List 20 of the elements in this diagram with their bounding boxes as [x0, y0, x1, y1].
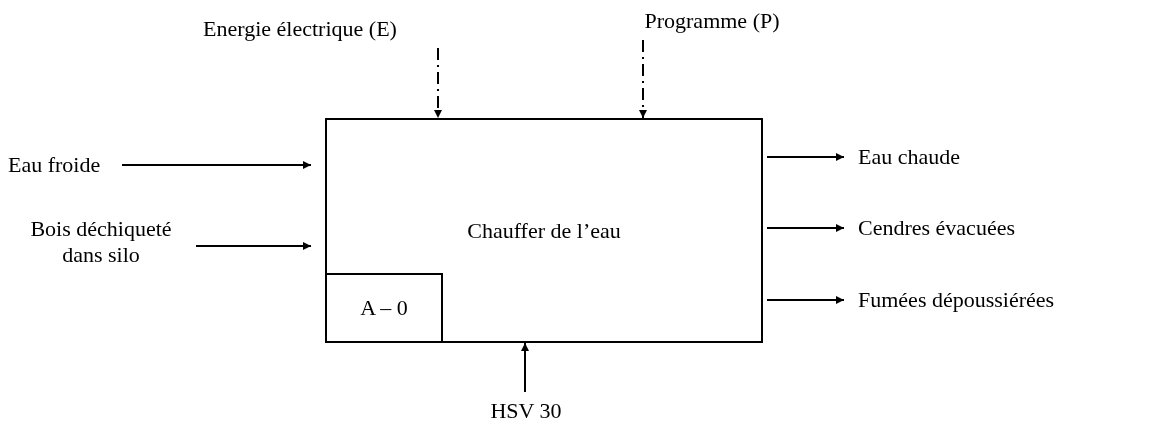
- function-box: [325, 118, 763, 343]
- flow-label: Eau chaude: [858, 144, 961, 170]
- arrow: [766, 224, 845, 232]
- flow-label: Fumées dépoussiérées: [858, 287, 1056, 313]
- arrow: [195, 242, 312, 250]
- arrow: [121, 161, 312, 169]
- node-id-box: [325, 273, 443, 343]
- arrow: [639, 39, 647, 119]
- arrow: [521, 342, 529, 393]
- flow-label: HSV 30: [489, 398, 563, 424]
- node-id-label: A – 0: [359, 295, 409, 321]
- function-label: Chauffer de l’eau: [466, 217, 622, 244]
- flow-label: Cendres évacuées: [858, 215, 1016, 241]
- arrow: [766, 296, 845, 304]
- flow-label: Programme (P): [643, 8, 781, 34]
- arrow: [766, 153, 845, 161]
- flow-label: Energie électrique (E): [202, 16, 398, 42]
- flow-label: Eau froide: [8, 152, 102, 178]
- flow-label: Bois déchiqueté dans silo: [29, 216, 173, 268]
- arrow: [434, 47, 442, 119]
